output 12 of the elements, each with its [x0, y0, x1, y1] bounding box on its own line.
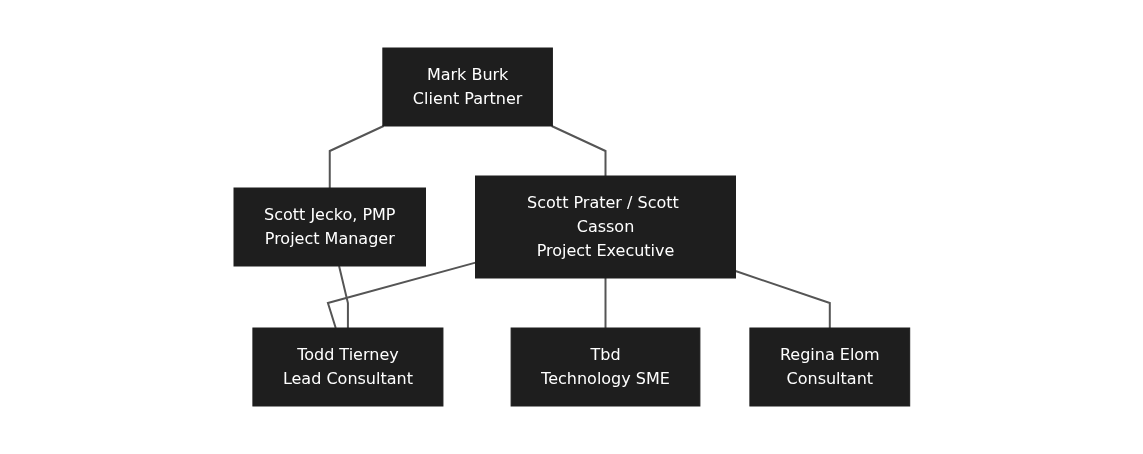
connector	[604, 277, 607, 329]
connector	[328, 125, 385, 189]
connector	[550, 125, 607, 177]
node-box: Scott Jecko, PMP Project Manager	[233, 187, 426, 267]
node-box: Mark Burk Client Partner	[382, 47, 553, 127]
connector	[337, 265, 349, 329]
node-box: Tbd Technology SME	[510, 327, 701, 407]
node-box: Todd Tierney Lead Consultant	[252, 327, 444, 407]
node-box: Regina Elom Consultant	[749, 327, 910, 407]
connector	[734, 270, 831, 329]
node-box: Scott Prater / Scott Casson Project Executive	[474, 175, 736, 279]
connector	[326, 261, 477, 329]
